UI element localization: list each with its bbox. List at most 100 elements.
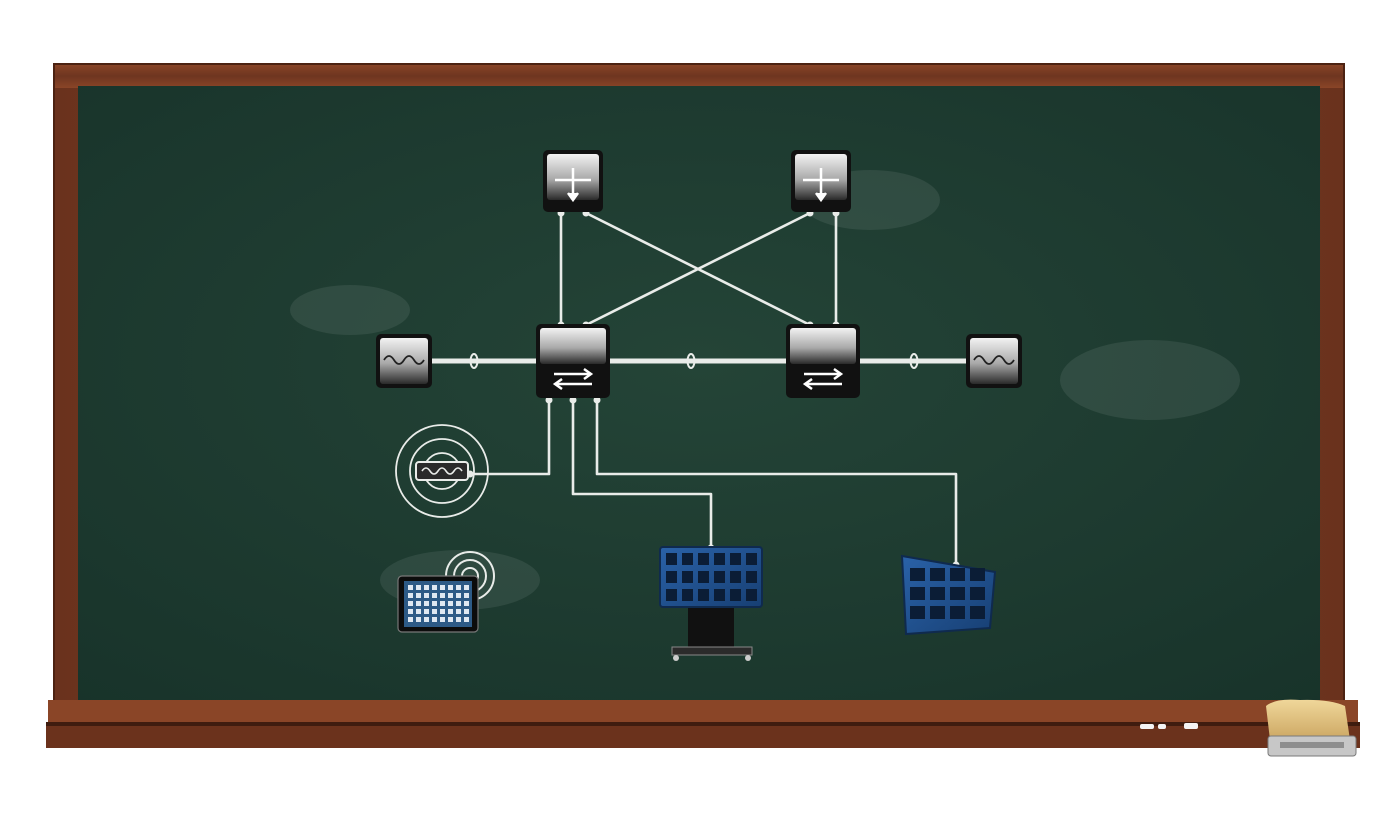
console-button <box>746 553 757 565</box>
link-router-top-right-switch-left <box>584 211 812 327</box>
console-button <box>666 589 677 601</box>
console-button <box>682 571 693 583</box>
console-button <box>682 553 693 565</box>
router-icon <box>803 168 839 203</box>
tablet-app-icon <box>432 593 437 598</box>
router-top-right[interactable] <box>791 150 851 212</box>
tablet-app-icon <box>456 617 461 622</box>
router-top-left[interactable] <box>543 150 603 212</box>
fiber-trunk-markers <box>469 353 919 369</box>
tablet-app-icon <box>440 617 445 622</box>
console-button <box>746 589 757 601</box>
console-button <box>730 553 741 565</box>
tablet-app-icon <box>464 601 469 606</box>
console-button-grid <box>666 553 757 601</box>
tablet-app-icon <box>432 601 437 606</box>
link-switch-left-control-panel <box>595 398 958 567</box>
panel-button <box>950 568 965 581</box>
tablet-app-icon <box>416 585 421 590</box>
console-button <box>714 571 725 583</box>
tablet-app-icon <box>408 593 413 598</box>
panel-button-grid <box>910 568 985 619</box>
tablet-app-icon <box>432 585 437 590</box>
panel-button <box>950 606 965 619</box>
console-button <box>746 571 757 583</box>
tablet-app-icon <box>448 617 453 622</box>
endpoint-right[interactable] <box>966 334 1022 388</box>
tablet-app-icon <box>464 617 469 622</box>
tablet-app-icon <box>456 585 461 590</box>
switch-left[interactable] <box>536 324 610 398</box>
tablet-app-icon <box>440 593 445 598</box>
waveform-icon <box>383 355 425 365</box>
tablet-app-icon <box>416 617 421 622</box>
panel-button <box>950 587 965 600</box>
tablet[interactable] <box>397 551 495 633</box>
panel-button <box>970 587 985 600</box>
console-button <box>698 589 709 601</box>
panel-button <box>970 606 985 619</box>
tablet-app-grid <box>408 585 469 622</box>
tablet-app-icon <box>448 609 453 614</box>
switch-icon <box>802 367 844 391</box>
console-button <box>682 589 693 601</box>
console-button <box>666 571 677 583</box>
console-button <box>730 571 741 583</box>
panel-button <box>910 587 925 600</box>
tablet-app-icon <box>440 609 445 614</box>
tablet-app-icon <box>464 593 469 598</box>
tablet-app-icon <box>408 617 413 622</box>
tablet-app-icon <box>448 593 453 598</box>
console-button <box>698 571 709 583</box>
panel-button <box>930 568 945 581</box>
tablet-app-icon <box>464 585 469 590</box>
console-button <box>698 553 709 565</box>
tablet-app-icon <box>424 585 429 590</box>
tablet-app-icon <box>424 617 429 622</box>
console-button <box>714 589 725 601</box>
router-icon <box>555 168 591 203</box>
tablet-app-icon <box>440 601 445 606</box>
tablet-app-icon <box>424 609 429 614</box>
chalk-tray <box>46 700 1360 748</box>
eraser-sponge <box>1266 699 1357 757</box>
tablet-app-icon <box>432 617 437 622</box>
panel-button <box>930 606 945 619</box>
tablet-app-icon <box>408 585 413 590</box>
chalk-pieces <box>1140 723 1198 729</box>
tablet-app-icon <box>456 609 461 614</box>
tablet-app-icon <box>432 609 437 614</box>
tablet-app-icon <box>448 601 453 606</box>
wireless-access-point[interactable] <box>395 424 489 518</box>
endpoint-left[interactable] <box>376 334 432 388</box>
console-stand <box>688 608 734 648</box>
link-switch-left-control-console <box>571 398 713 550</box>
console-button <box>714 553 725 565</box>
network-links <box>429 211 969 567</box>
tablet-app-icon <box>416 593 421 598</box>
tablet-app-icon <box>456 601 461 606</box>
waveform-icon <box>973 355 1015 365</box>
link-switch-left-wireless-access-point <box>468 398 551 476</box>
tablet-app-icon <box>464 609 469 614</box>
panel-button <box>930 587 945 600</box>
panel-button <box>910 606 925 619</box>
tablet-app-icon <box>408 601 413 606</box>
tablet-app-icon <box>424 601 429 606</box>
panel-button <box>970 568 985 581</box>
switch-icon <box>552 367 594 391</box>
control-console[interactable] <box>659 546 763 661</box>
tablet-app-icon <box>440 585 445 590</box>
console-button <box>666 553 677 565</box>
console-button <box>730 589 741 601</box>
wireless-waveform-icon <box>415 461 469 481</box>
tablet-app-icon <box>448 585 453 590</box>
tablet-app-icon <box>416 601 421 606</box>
tablet-app-icon <box>456 593 461 598</box>
tablet-app-icon <box>408 609 413 614</box>
switch-right[interactable] <box>786 324 860 398</box>
tablet-app-icon <box>416 609 421 614</box>
panel-button <box>910 568 925 581</box>
control-panel[interactable] <box>900 554 997 636</box>
